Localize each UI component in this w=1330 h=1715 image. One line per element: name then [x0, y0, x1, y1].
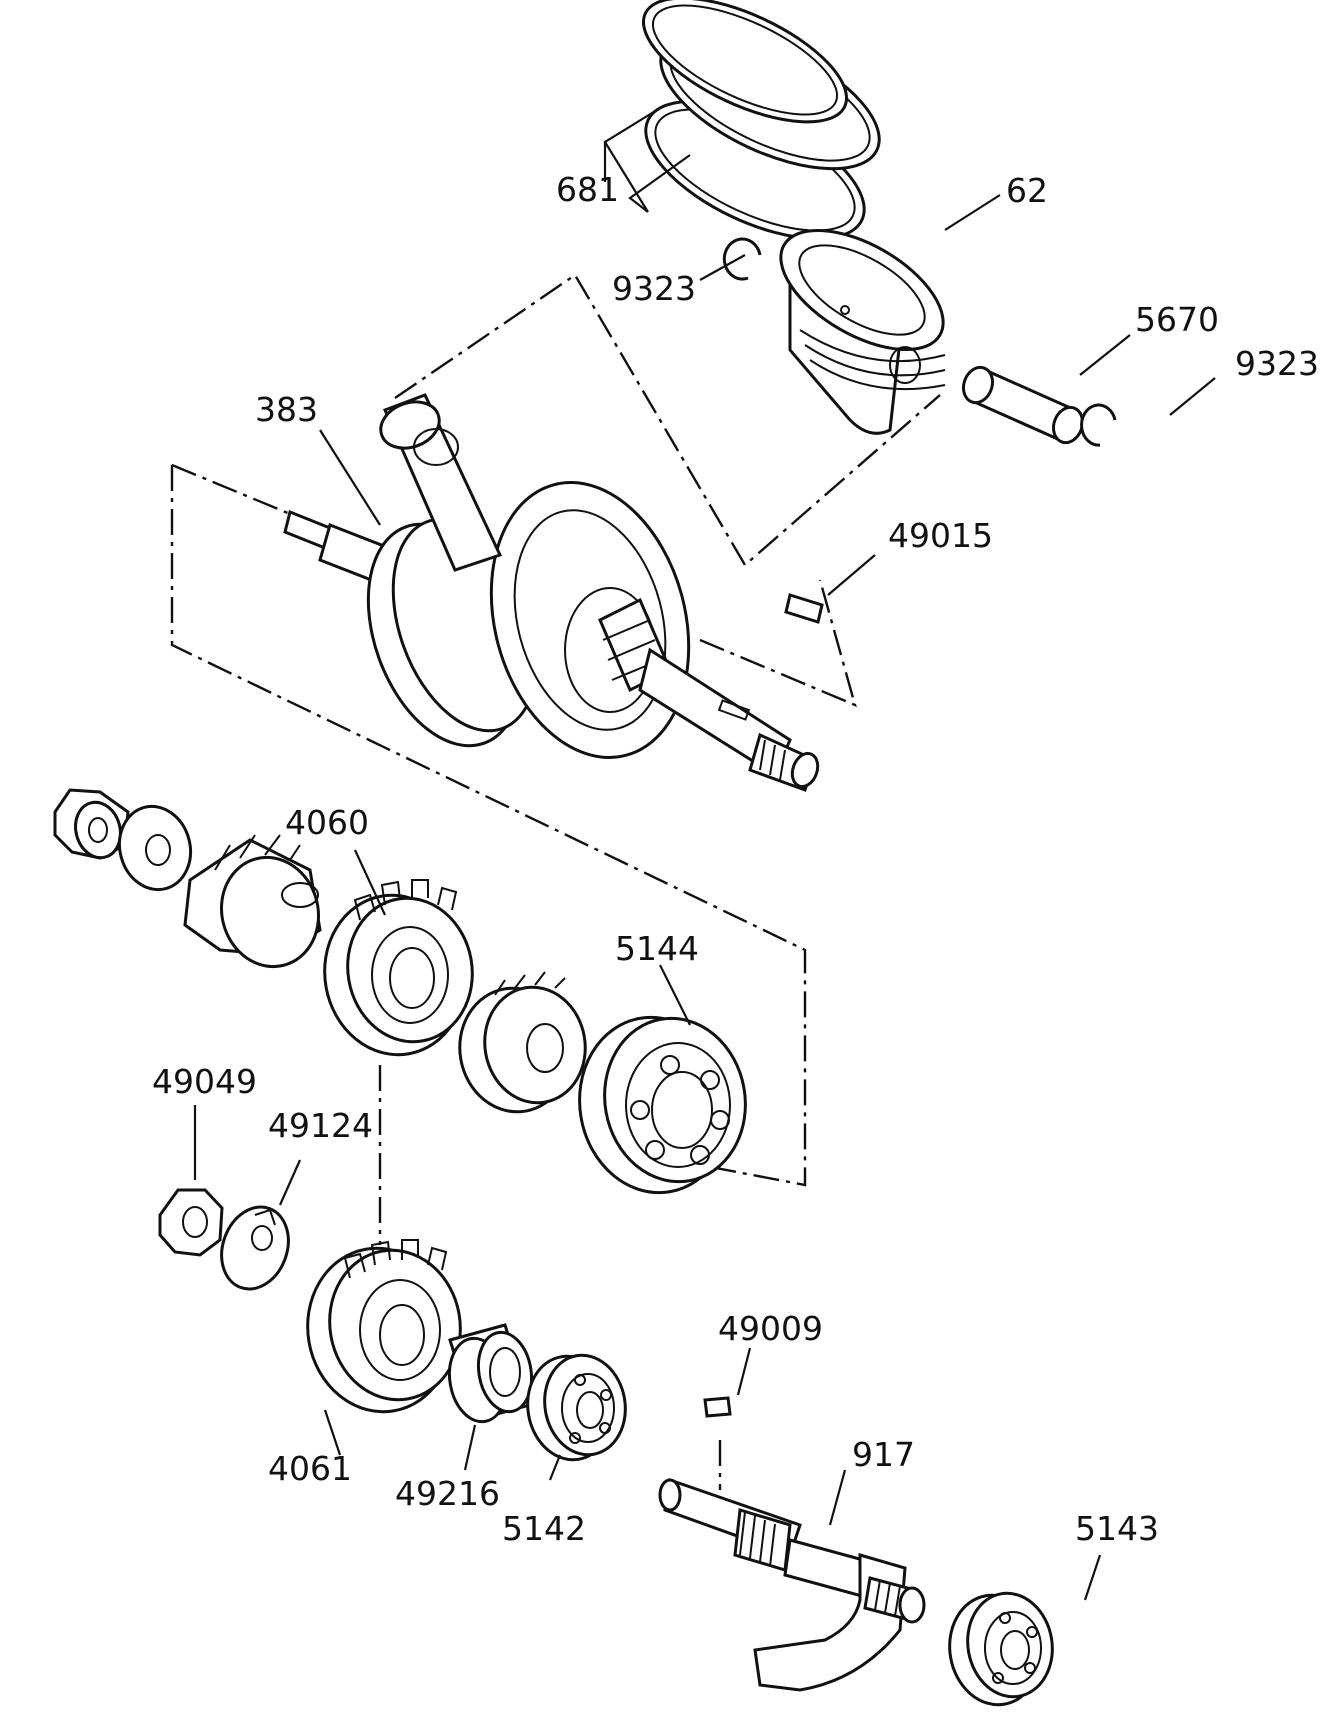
assembly-dash-lines [170, 273, 941, 1490]
label-5142: 5142 [502, 1509, 586, 1548]
label-9323-left: 9323 [612, 269, 696, 308]
kick-shaft-917 [658, 1478, 926, 1692]
piston-62 [779, 228, 946, 435]
label-681: 681 [556, 170, 619, 209]
label-49015: 49015 [888, 516, 993, 555]
crank-nut [53, 788, 130, 860]
piston-rings-681 [642, 0, 881, 241]
bearing-5144 [578, 1015, 747, 1195]
spacer-49216 [447, 1323, 534, 1424]
label-49009: 49009 [718, 1309, 823, 1348]
part-labels: 681 62 9323 5670 9323 383 49015 4060 514… [152, 170, 1319, 1548]
key-49015 [784, 593, 824, 624]
label-917: 917 [852, 1435, 915, 1474]
lock-washer-49124 [220, 1205, 290, 1291]
label-4061: 4061 [268, 1449, 352, 1488]
label-4060: 4060 [285, 803, 369, 842]
label-9323-right: 9323 [1235, 344, 1319, 383]
leader-lines [193, 104, 1216, 1601]
label-49216: 49216 [395, 1474, 500, 1513]
crankshaft-383 [283, 393, 820, 792]
label-5143: 5143 [1075, 1509, 1159, 1548]
nut-49049 [158, 1188, 224, 1257]
bearing-5143 [948, 1591, 1054, 1707]
label-49049: 49049 [152, 1062, 257, 1101]
gear-4060 [323, 879, 474, 1057]
circlip-9323-right [1080, 403, 1117, 447]
piston-pin-5670 [961, 365, 1085, 445]
gear-4061 [306, 1239, 462, 1414]
bearing-5142 [526, 1353, 627, 1462]
key-49009 [703, 1396, 732, 1418]
label-5670: 5670 [1135, 300, 1219, 339]
label-62: 62 [1006, 171, 1048, 210]
sprocket-collar [458, 971, 587, 1114]
crank-washer [117, 804, 193, 892]
label-5144: 5144 [615, 929, 699, 968]
circlip-9323-left [722, 237, 762, 281]
label-49124: 49124 [268, 1106, 373, 1145]
crank-drive-gear [183, 834, 322, 969]
label-383: 383 [255, 390, 318, 429]
